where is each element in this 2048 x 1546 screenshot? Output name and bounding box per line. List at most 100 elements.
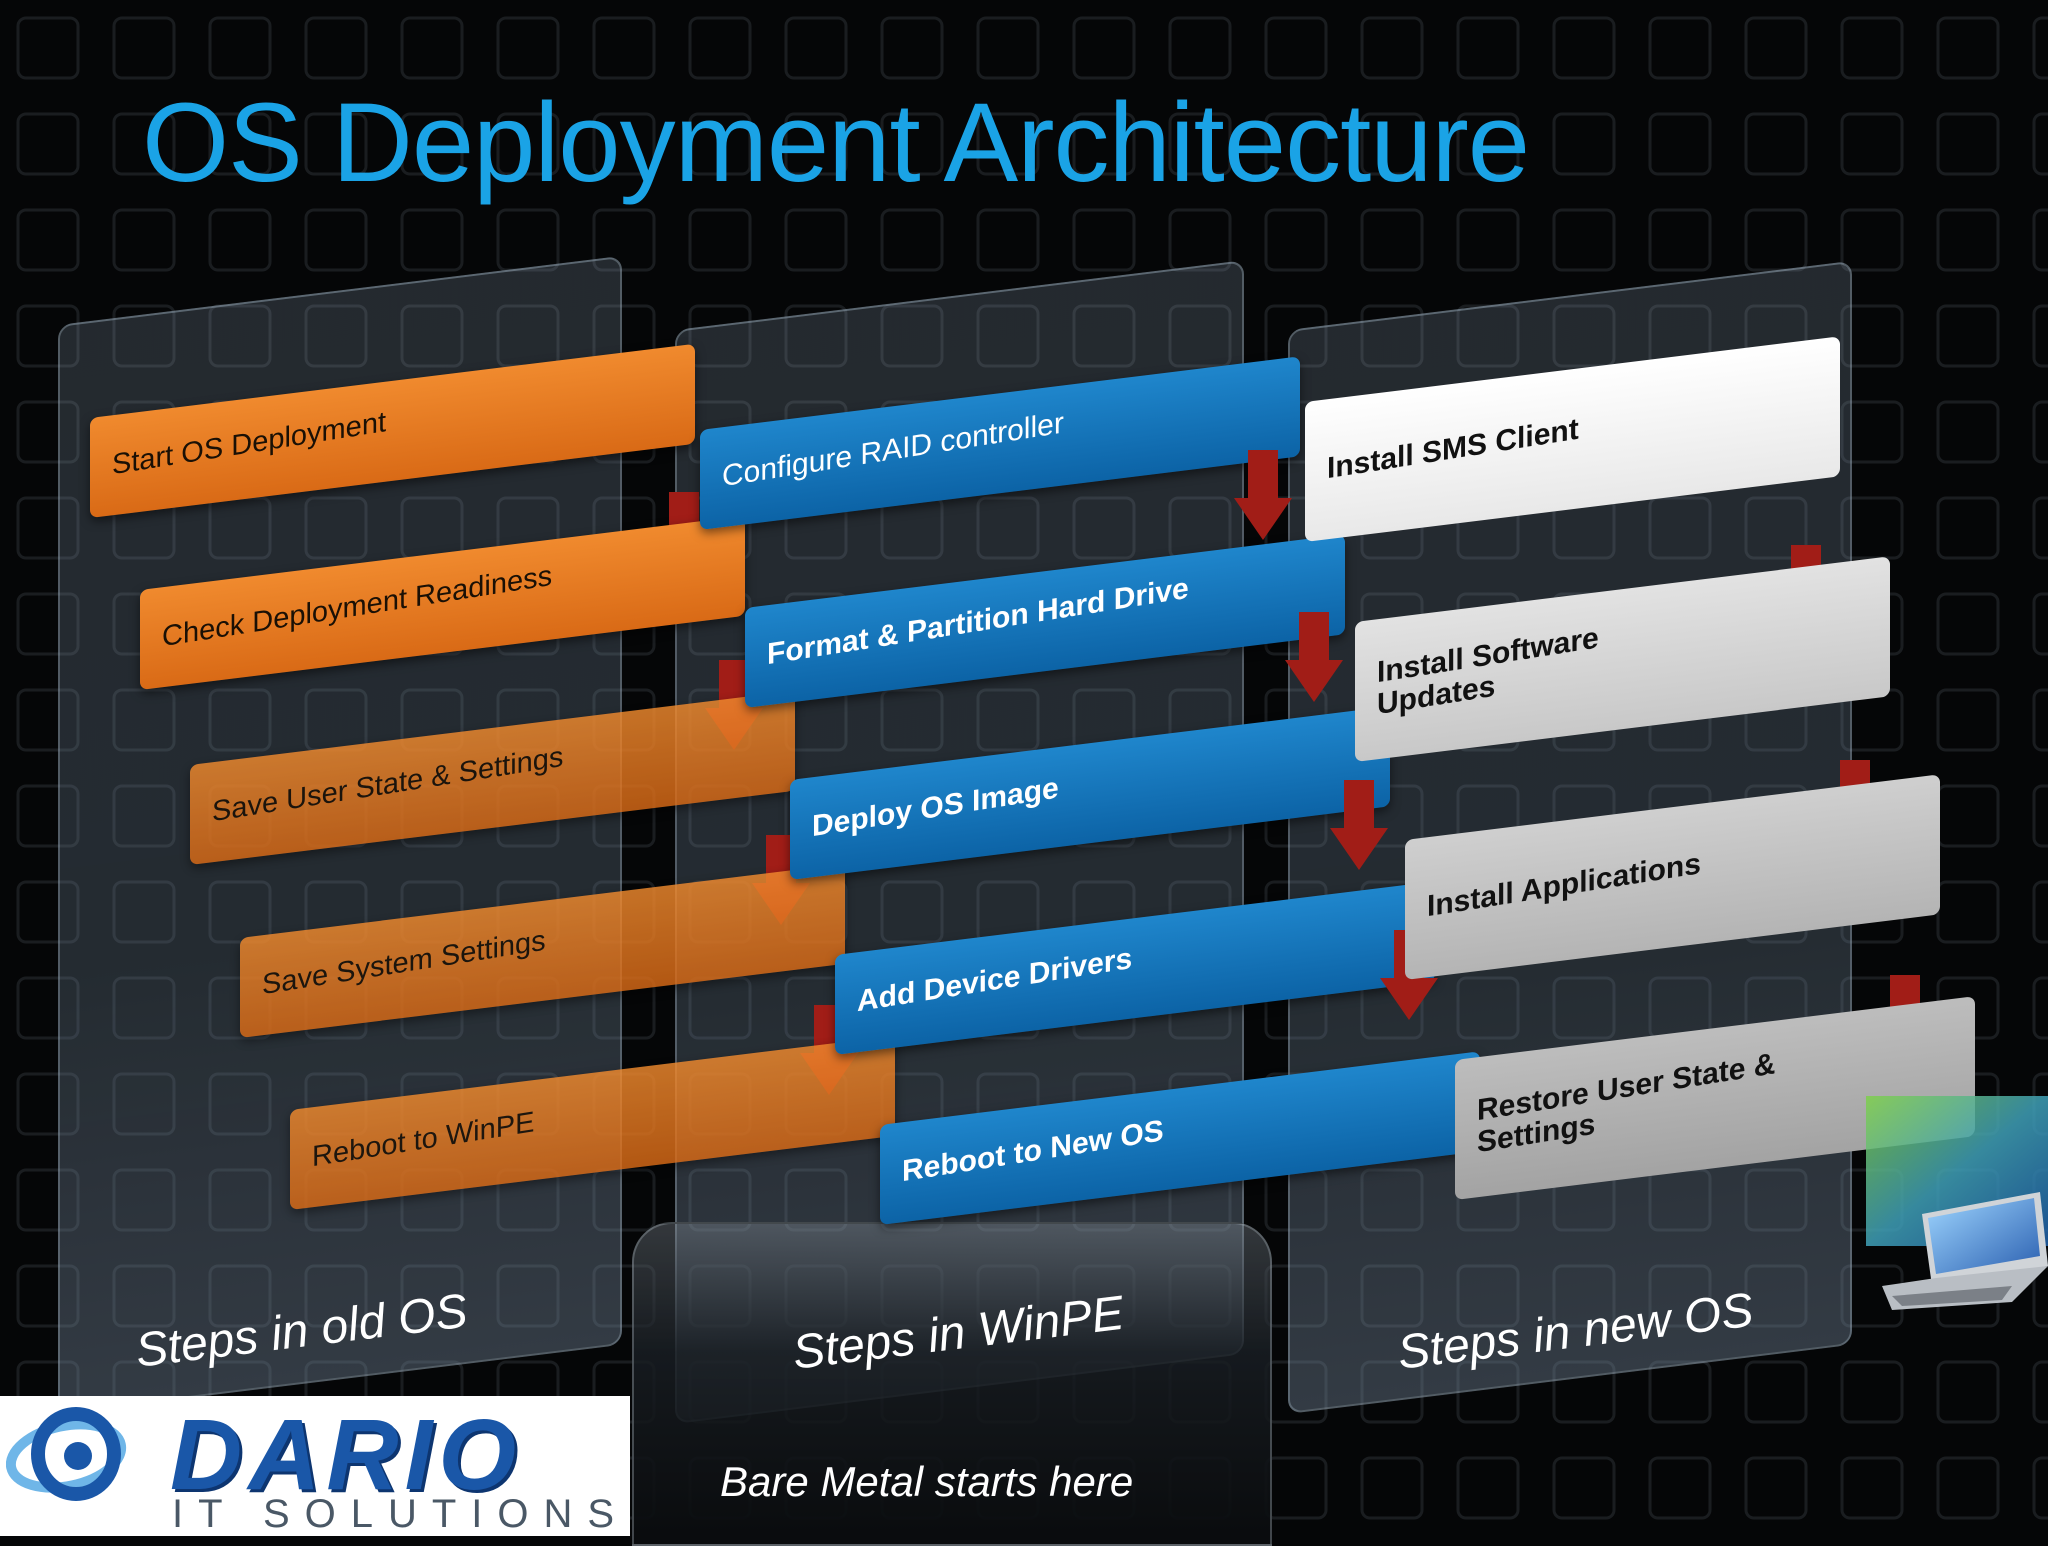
background-tile xyxy=(1168,304,1232,368)
background-tile xyxy=(784,208,848,272)
background-tile xyxy=(1840,304,1904,368)
background-tile xyxy=(1360,1360,1424,1424)
slide-title: OS Deployment Architecture xyxy=(142,80,1530,205)
background-tile xyxy=(1360,1456,1424,1520)
background-tile xyxy=(1456,304,1520,368)
background-tile xyxy=(496,208,560,272)
background-tile xyxy=(112,1168,176,1232)
background-tile xyxy=(1936,592,2000,656)
background-tile xyxy=(1264,208,1328,272)
bare-metal-note: Bare Metal starts here xyxy=(720,1458,1134,1505)
background-tile xyxy=(1648,112,1712,176)
background-tile xyxy=(1072,16,1136,80)
down-arrow-icon xyxy=(1234,450,1292,540)
background-tile xyxy=(400,304,464,368)
background-tile xyxy=(1552,976,1616,1040)
background-tile xyxy=(1168,16,1232,80)
background-tile xyxy=(400,208,464,272)
background-tile xyxy=(1840,1360,1904,1424)
background-tile xyxy=(2032,688,2048,752)
background-tile xyxy=(688,16,752,80)
background-tile xyxy=(16,1168,80,1232)
background-tile xyxy=(1360,112,1424,176)
background-tile xyxy=(1648,1456,1712,1520)
company-logo: DARIO IT SOLUTIONS xyxy=(0,1396,630,1536)
background-tile xyxy=(304,16,368,80)
background-tile xyxy=(1360,208,1424,272)
background-tile xyxy=(400,112,464,176)
background-tile xyxy=(112,16,176,80)
background-tile xyxy=(16,688,80,752)
background-tile xyxy=(1840,208,1904,272)
background-tile xyxy=(1744,1456,1808,1520)
background-tile xyxy=(16,16,80,80)
background-tile xyxy=(2032,208,2048,272)
background-tile xyxy=(1264,16,1328,80)
background-tile xyxy=(1648,1264,1712,1328)
background-tile xyxy=(2032,592,2048,656)
background-tile xyxy=(592,16,656,80)
background-tile xyxy=(1168,112,1232,176)
background-tile xyxy=(1744,1360,1808,1424)
background-tile xyxy=(880,16,944,80)
background-tile xyxy=(2032,1360,2048,1424)
down-arrow-icon xyxy=(1285,612,1343,702)
background-tile xyxy=(304,496,368,560)
background-tile xyxy=(976,208,1040,272)
background-tile xyxy=(2032,112,2048,176)
background-tile xyxy=(112,784,176,848)
background-tile xyxy=(1552,1264,1616,1328)
background-tile xyxy=(112,688,176,752)
background-tile xyxy=(1168,208,1232,272)
background-tile xyxy=(976,688,1040,752)
background-tile xyxy=(1840,16,1904,80)
background-tile xyxy=(784,16,848,80)
background-tile xyxy=(112,112,176,176)
background-tile xyxy=(16,784,80,848)
background-tile xyxy=(1840,1456,1904,1520)
background-tile xyxy=(496,16,560,80)
background-tile xyxy=(1264,1456,1328,1520)
background-tile xyxy=(1744,16,1808,80)
background-tile xyxy=(1072,112,1136,176)
background-tile xyxy=(1936,208,2000,272)
background-tile xyxy=(1744,1264,1808,1328)
background-tile xyxy=(2032,1264,2048,1328)
background-tile xyxy=(1072,496,1136,560)
background-tile xyxy=(688,112,752,176)
background-tile xyxy=(112,208,176,272)
background-tile xyxy=(976,112,1040,176)
background-tile xyxy=(112,1072,176,1136)
background-tile xyxy=(2032,1456,2048,1520)
background-tile xyxy=(208,1072,272,1136)
background-tile xyxy=(1648,16,1712,80)
background-tile xyxy=(496,1264,560,1328)
background-tile xyxy=(592,1168,656,1232)
background-tile xyxy=(16,880,80,944)
background-tile xyxy=(1552,1456,1616,1520)
background-tile xyxy=(1552,112,1616,176)
background-tile xyxy=(1648,208,1712,272)
background-tile xyxy=(208,1264,272,1328)
background-tile xyxy=(112,880,176,944)
background-tile xyxy=(1360,1264,1424,1328)
background-tile xyxy=(784,304,848,368)
background-tile xyxy=(304,208,368,272)
background-tile xyxy=(784,112,848,176)
background-tile xyxy=(2032,976,2048,1040)
background-tile xyxy=(208,688,272,752)
background-tile xyxy=(880,880,944,944)
background-tile xyxy=(1456,1264,1520,1328)
background-tile xyxy=(1648,496,1712,560)
background-tile xyxy=(304,304,368,368)
background-tile xyxy=(880,688,944,752)
background-tile xyxy=(1552,16,1616,80)
background-tile xyxy=(592,112,656,176)
background-tile xyxy=(592,208,656,272)
background-tile xyxy=(1744,112,1808,176)
logo-swirl-icon xyxy=(6,1407,127,1501)
background-tile xyxy=(16,1072,80,1136)
background-tile xyxy=(1456,976,1520,1040)
background-tile xyxy=(1936,784,2000,848)
background-tile xyxy=(400,16,464,80)
